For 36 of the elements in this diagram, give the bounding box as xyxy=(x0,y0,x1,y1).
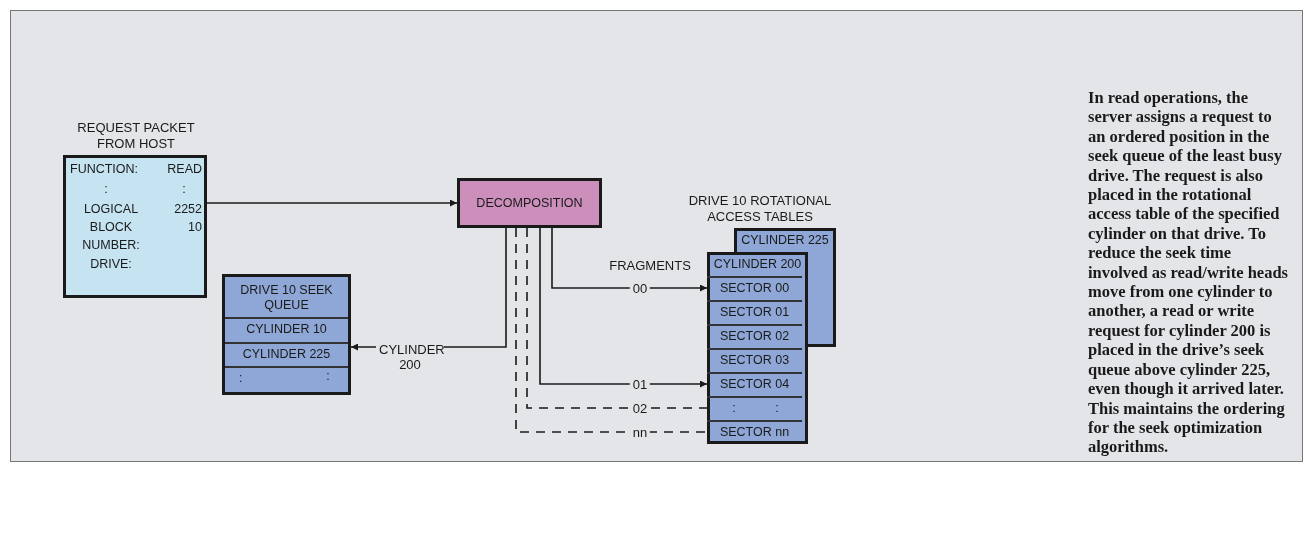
arrow xyxy=(539,227,708,388)
cell-text: LOGICAL xyxy=(82,202,140,217)
cell-text: : xyxy=(774,401,780,416)
cell-text: : xyxy=(103,182,109,197)
cell-text: READ xyxy=(166,162,202,177)
cell-text: NUMBER: xyxy=(81,238,141,253)
cell-text: DECOMPOSITION xyxy=(475,196,584,211)
cell-text: CYLINDER 10 xyxy=(225,317,348,344)
box-heading: REQUEST PACKET FROM HOST xyxy=(76,120,196,152)
cell-text: BLOCK xyxy=(88,220,134,235)
arrow xyxy=(206,199,458,207)
description-text: In read operations, the server assigns a request to an ordered position in the seek queue of the least busy drive. The request is also placed in the rotational access table of the specified cylinder on that drive. To reduce the seek time involved as read/write heads move from one cylinder to another, a read or write request for cylinder 200 is placed in the drive’s seek queue above cylinder 225, even though it arrived later. This maintains the ordering for the seek optimization algorithms. xyxy=(1088,88,1288,457)
cell-text: FUNCTION: xyxy=(70,162,140,177)
box-heading: DRIVE 10 SEEK QUEUE xyxy=(239,283,334,313)
process-box xyxy=(457,178,602,228)
cell-text: 10 xyxy=(187,220,202,235)
cell-text: DRIVE: xyxy=(89,257,133,272)
cell-text: SECTOR 04 xyxy=(718,377,791,392)
cell-text: CYLINDER 200 xyxy=(712,257,803,272)
annotation-text: FRAGMENTS xyxy=(608,258,692,274)
cell-text: : xyxy=(731,401,737,416)
cell-text: SECTOR 03 xyxy=(718,353,791,368)
seek-queue-table xyxy=(222,274,351,395)
cell-text: SECTOR nn xyxy=(718,425,791,440)
arrow xyxy=(551,227,708,292)
cell-text: CYLINDER 225 xyxy=(740,233,830,248)
cell-text: CYLINDER 225 xyxy=(225,342,348,369)
heading-text: DRIVE 10 ROTATIONAL ACCESS TABLES xyxy=(687,193,833,225)
cell-text: SECTOR 00 xyxy=(718,281,791,296)
cell-text: : xyxy=(325,368,331,385)
access-table xyxy=(707,252,808,444)
cell-text: : xyxy=(181,182,187,197)
cell-text: SECTOR 02 xyxy=(718,329,791,344)
cell-text: SECTOR 01 xyxy=(718,305,791,320)
edge-label: CYLINDER 200 xyxy=(376,342,444,372)
cell-text: 2252 xyxy=(173,202,202,217)
